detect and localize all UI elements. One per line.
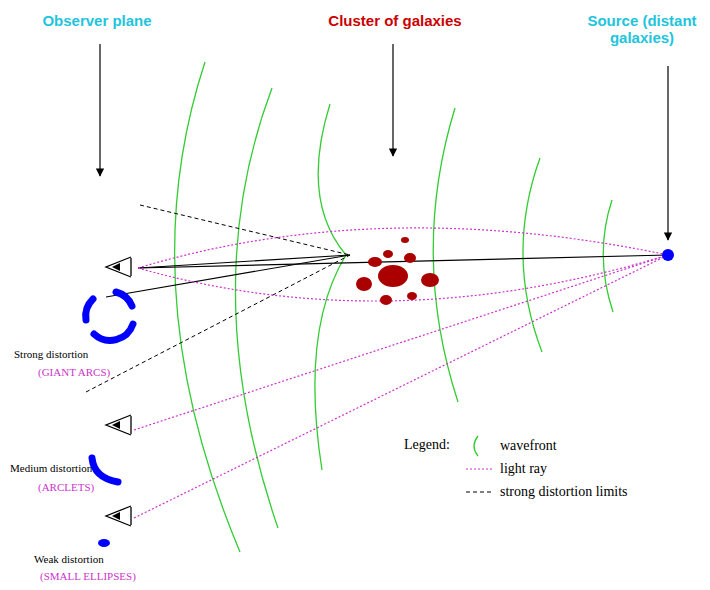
legend-limit-sample xyxy=(466,492,494,493)
giant-arc xyxy=(116,292,132,306)
pointer-arrow xyxy=(392,44,393,156)
giant-arc xyxy=(86,299,93,320)
legend-heading: Legend: xyxy=(404,437,464,453)
galaxy xyxy=(383,250,393,258)
eye-symbol xyxy=(106,415,131,435)
light-ray xyxy=(138,255,668,301)
wavefront xyxy=(433,108,458,402)
galaxy-cluster xyxy=(356,237,439,305)
arclet xyxy=(92,458,118,482)
wavefront xyxy=(523,158,542,352)
galaxy xyxy=(368,257,382,267)
galaxy xyxy=(380,295,392,305)
eye-symbol xyxy=(106,257,131,277)
legend-wavefront-sample xyxy=(474,436,478,456)
small-ellipse xyxy=(98,539,110,547)
galaxy xyxy=(407,292,417,300)
light-ray xyxy=(138,228,668,268)
distortion-label: Weak distortion xyxy=(34,553,164,566)
sight-line xyxy=(138,255,350,268)
observers xyxy=(106,257,131,526)
eye-pupil xyxy=(112,263,120,271)
sight-lines xyxy=(106,255,668,297)
giant-arcs xyxy=(86,292,133,340)
galaxy xyxy=(421,273,439,287)
wavefront xyxy=(235,88,278,528)
legend-text: strong distortion limits xyxy=(500,484,628,499)
eye-pupil xyxy=(112,512,120,520)
legend-light-ray-sample xyxy=(466,468,494,469)
source-label: Source (distant galaxies) xyxy=(578,12,706,47)
distortion-label: Medium distortion xyxy=(10,462,140,475)
galaxy xyxy=(404,253,416,263)
light-rays xyxy=(134,228,668,518)
wavefronts xyxy=(175,62,613,552)
galaxy xyxy=(356,277,372,291)
cluster-label: Cluster of galaxies xyxy=(300,12,490,29)
limit-line xyxy=(86,255,350,392)
eye-pupil xyxy=(112,421,120,429)
limit-line xyxy=(140,205,350,255)
wavefront xyxy=(175,62,240,552)
distortion-class: (GIANT ARCS) xyxy=(38,366,148,379)
light-ray xyxy=(134,255,668,430)
pointer-arrow xyxy=(667,66,668,240)
sight-line xyxy=(138,255,668,268)
galaxy xyxy=(378,265,408,287)
wavefront xyxy=(315,104,346,470)
eye-symbol xyxy=(106,506,131,526)
legend-text: light ray xyxy=(500,461,547,476)
observer-plane-label: Observer plane xyxy=(22,12,172,29)
distortion-class: (SMALL ELLIPSES) xyxy=(40,570,180,583)
legend-text: wavefront xyxy=(500,438,557,453)
pointer-arrow xyxy=(99,44,100,176)
light-ray xyxy=(134,255,668,518)
giant-arc xyxy=(94,324,133,340)
sight-line xyxy=(106,255,350,297)
galaxy xyxy=(401,237,409,243)
source-galaxy xyxy=(662,249,674,261)
distortion-class: (ARCLETS) xyxy=(38,481,148,494)
distortion-label: Strong distortion xyxy=(14,348,144,361)
